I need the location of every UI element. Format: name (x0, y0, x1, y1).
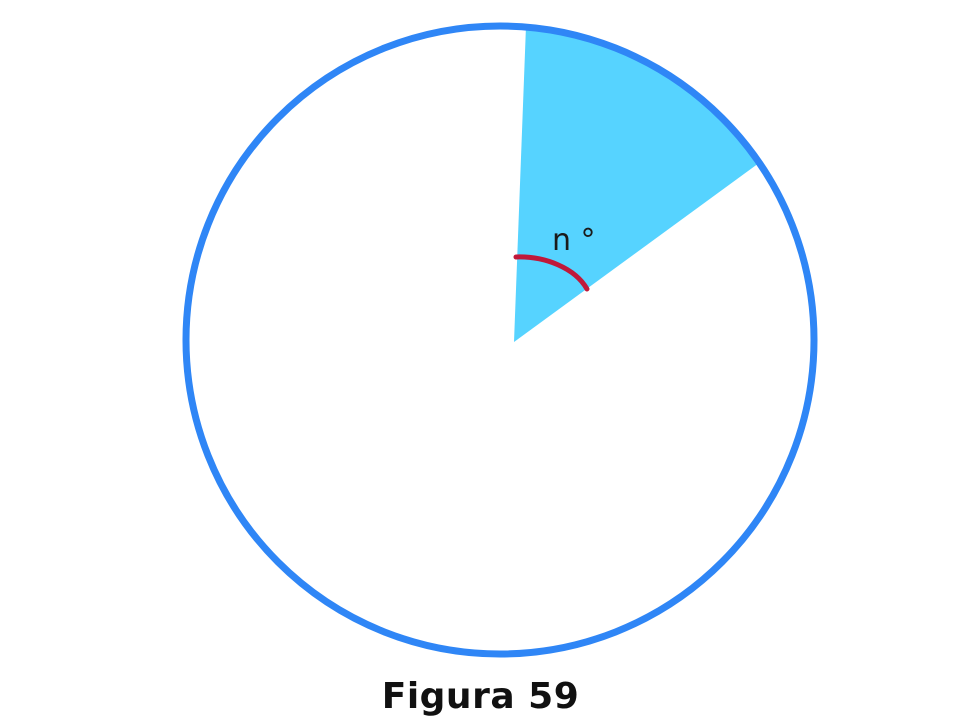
shaded-sector (514, 26, 759, 342)
angle-arc-marker (513, 254, 590, 292)
circle-outline (182, 22, 818, 658)
angle-label: n ° (552, 223, 596, 258)
figure-caption: Figura 59 (381, 676, 580, 717)
